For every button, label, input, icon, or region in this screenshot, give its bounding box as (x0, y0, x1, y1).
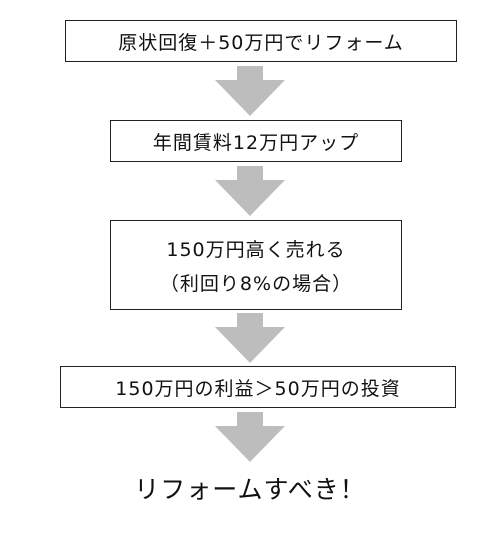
step-label-yield-note: （利回り8%の場合） (159, 272, 353, 295)
step-label-rent-increase: 年間賃料12万円アップ (152, 131, 360, 154)
step-box-reform: 原状回復＋50万円でリフォーム (65, 20, 457, 62)
down-arrow-icon (215, 412, 285, 462)
step-label-profit-comparison: 150万円の利益＞50万円の投資 (115, 377, 401, 400)
step-label-sale-price: 150万円高く売れる (166, 238, 346, 261)
step-box-profit-comparison: 150万円の利益＞50万円の投資 (60, 366, 456, 408)
step-box-sale-price: 150万円高く売れる （利回り8%の場合） (110, 220, 402, 310)
down-arrow-icon (215, 166, 285, 216)
step-label-reform: 原状回復＋50万円でリフォーム (118, 31, 404, 54)
down-arrow-icon (215, 66, 285, 116)
step-box-rent-increase: 年間賃料12万円アップ (110, 120, 402, 162)
conclusion-text: リフォームすべき！ (134, 475, 366, 504)
down-arrow-icon (215, 313, 285, 363)
